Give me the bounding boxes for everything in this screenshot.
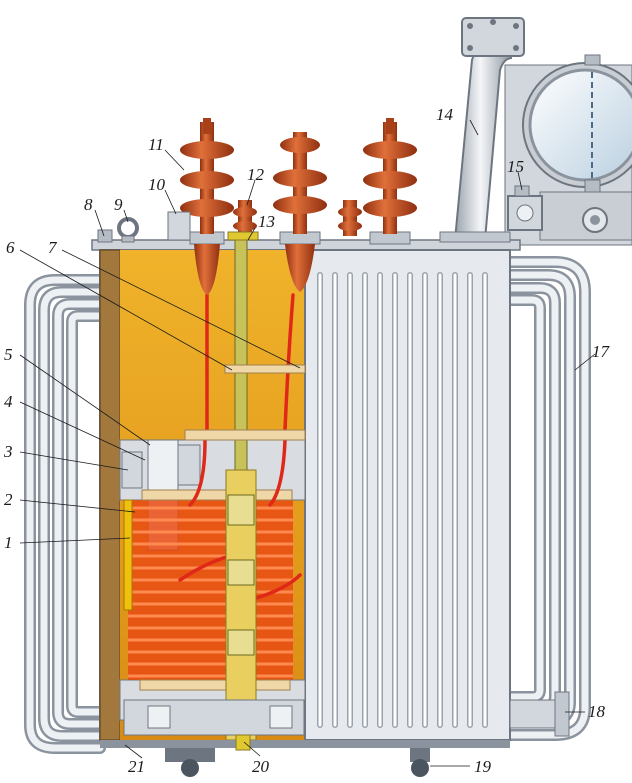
left-radiator: [24, 274, 106, 754]
bushing-hv-right: [363, 118, 417, 245]
bushing-lv: [338, 200, 362, 236]
callout-13: 13: [258, 212, 275, 231]
callout-18: 18: [588, 702, 606, 721]
tank-front-wall: [304, 249, 511, 741]
bushing-tap-changer-drive: [227, 200, 259, 241]
callout-21: 21: [128, 757, 145, 776]
core-frame: [123, 364, 306, 736]
bushing-hv-left: [180, 118, 234, 295]
callout-labels: 1 2 3 4 5 6 7 8 9 10 11 12 13 14 15 17 1…: [3, 105, 611, 776]
callout-11: 11: [148, 135, 164, 154]
callout-7: 7: [48, 238, 58, 257]
callout-4: 4: [4, 392, 13, 411]
callout-12: 12: [247, 165, 265, 184]
drain-valve: [509, 691, 570, 737]
callout-3: 3: [3, 442, 13, 461]
thermometer-pocket: [97, 229, 113, 243]
tap-changer-shaft: [225, 234, 257, 741]
callout-20: 20: [252, 757, 270, 776]
callout-1: 1: [4, 533, 13, 552]
lifting-eye: [117, 217, 139, 243]
right-radiator: [494, 256, 591, 741]
callout-8: 8: [84, 195, 93, 214]
callout-17: 17: [592, 342, 611, 361]
callout-leaders: [19, 119, 596, 767]
callout-9: 9: [114, 195, 123, 214]
callout-19: 19: [474, 757, 492, 776]
bushing-hv-center: [273, 132, 327, 292]
callout-2: 2: [4, 490, 13, 509]
callout-6: 6: [6, 238, 15, 257]
tap-switch-drive: [167, 211, 191, 241]
conservator-tank: [504, 54, 632, 246]
callout-15: 15: [507, 157, 524, 176]
winding-insulation: [123, 489, 293, 691]
callout-14: 14: [436, 105, 454, 124]
tank-base: [100, 734, 510, 777]
winding-low-voltage: [128, 500, 293, 680]
gas-relay: [507, 185, 543, 231]
callout-10: 10: [148, 175, 166, 194]
callout-5: 5: [4, 345, 13, 364]
